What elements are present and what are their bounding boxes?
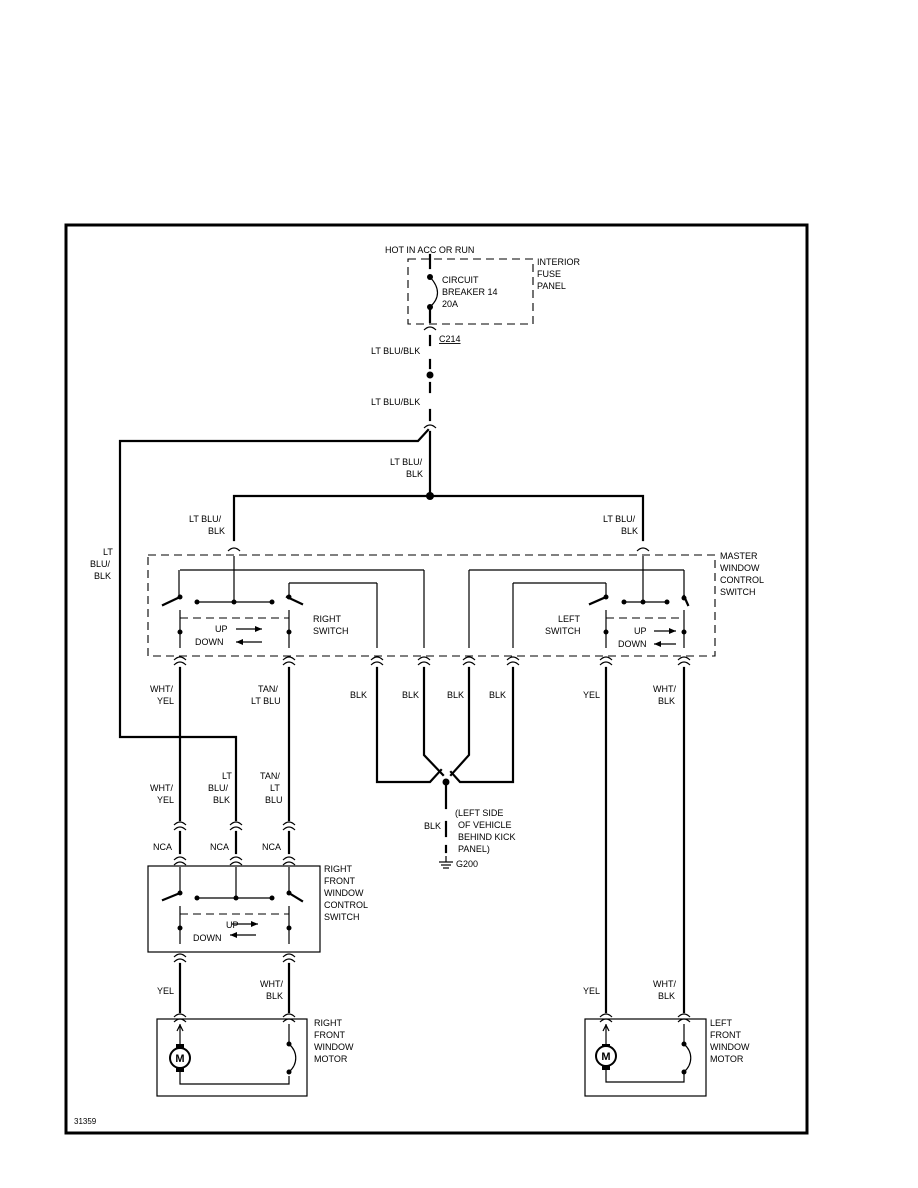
svg-text:BLK: BLK: [402, 690, 419, 700]
master-left-down-label: DOWN: [618, 639, 647, 649]
right-motor-wire-labels: YEL WHT/BLK: [157, 979, 283, 1001]
svg-text:BLK: BLK: [489, 690, 506, 700]
side-feed-label: LT BLU/ BLK: [90, 547, 115, 581]
svg-text:WHT/BLK: WHT/BLK: [653, 684, 676, 706]
right-motor-label: RIGHT FRONT WINDOW MOTOR: [314, 1018, 356, 1064]
ground-g200: BLK (LEFT SIDE OF VEHICLE BEHIND KICK PA…: [424, 778, 518, 869]
svg-text:NCA: NCA: [210, 842, 229, 852]
master-right-down-label: DOWN: [195, 637, 224, 647]
diagram-frame: [64, 223, 809, 1135]
svg-text:BLK: BLK: [447, 690, 464, 700]
right-switch-input-connectors: [173, 821, 296, 866]
svg-text:WHT/YEL: WHT/YEL: [150, 684, 174, 706]
left-motor-label: LEFT FRONT WINDOW MOTOR: [710, 1018, 752, 1064]
rf-up-label: UP: [226, 920, 239, 930]
svg-text:YEL: YEL: [583, 986, 600, 996]
right-front-window-control-switch: RIGHT FRONT WINDOW CONTROL SWITCH UP DOW…: [147, 864, 370, 953]
master-right-up-label: UP: [215, 624, 228, 634]
interior-fuse-panel: HOT IN ACC OR RUN INTERIOR FUSE PANEL CI…: [385, 245, 583, 344]
master-window-control-switch: MASTER WINDOW CONTROL SWITCH RIGHT SWITC…: [147, 551, 766, 657]
master-left-up-label: UP: [634, 626, 647, 636]
rf-down-label: DOWN: [193, 933, 222, 943]
ground-id: G200: [456, 859, 478, 869]
svg-text:WHT/BLK: WHT/BLK: [260, 979, 283, 1001]
svg-text:NCA: NCA: [153, 842, 172, 852]
svg-text:TAN/LT BLU: TAN/LT BLU: [251, 684, 281, 706]
left-feed-label: LT BLU/ BLK: [603, 514, 638, 536]
feed-wire-label-1: LT BLU/BLK: [371, 346, 420, 356]
master-output-labels: WHT/YEL TAN/LT BLU BLK BLK BLK BLK YEL W…: [150, 684, 676, 706]
left-switch-label: LEFT SWITCH: [545, 614, 582, 636]
right-feed-label: LT BLU/ BLK: [189, 514, 225, 536]
circuit-breaker-label: CIRCUIT BREAKER 14 20A: [442, 275, 500, 309]
svg-text:YEL: YEL: [583, 690, 600, 700]
fuse-panel-label: INTERIOR FUSE PANEL: [537, 257, 583, 291]
feed-wire-label-3: LT BLU/ BLK: [390, 457, 425, 479]
right-front-switch-label: RIGHT FRONT WINDOW CONTROL SWITCH: [324, 864, 370, 922]
master-output-connectors: [173, 656, 691, 666]
hot-label: HOT IN ACC OR RUN: [385, 245, 474, 255]
svg-text:WHT/YEL: WHT/YEL: [150, 783, 174, 805]
figure-id: 31359: [74, 1117, 97, 1126]
right-front-window-motor: M RIGHT FRONT WINDOW MOTOR: [156, 1013, 356, 1097]
left-front-window-motor: M LEFT FRONT WINDOW MOTOR: [584, 1013, 752, 1097]
svg-text:BLK: BLK: [350, 690, 367, 700]
left-motor-wire-labels: YEL WHT/BLK: [583, 979, 676, 1001]
svg-text:WHT/BLK: WHT/BLK: [653, 979, 676, 1001]
feed-wire-label-2: LT BLU/BLK: [371, 397, 420, 407]
master-switch-label: MASTER WINDOW CONTROL SWITCH: [720, 551, 766, 597]
ground-location-label: (LEFT SIDE OF VEHICLE BEHIND KICK PANEL): [455, 808, 518, 854]
svg-text:NCA: NCA: [262, 842, 281, 852]
ground-wire-label: BLK: [424, 821, 441, 831]
left-motor-symbol: M: [601, 1051, 610, 1063]
right-switch-label: RIGHT SWITCH: [313, 614, 349, 636]
svg-text:YEL: YEL: [157, 986, 174, 996]
connector-c214: C214: [439, 334, 461, 344]
right-motor-symbol: M: [175, 1053, 184, 1065]
